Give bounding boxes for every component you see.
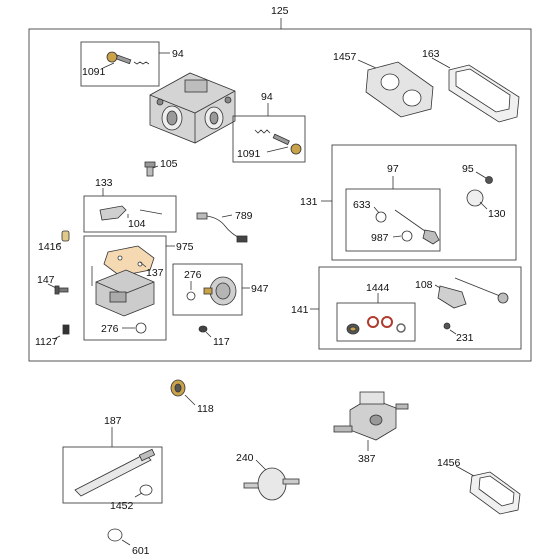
label-1091-top: 1091 [82,66,106,78]
label-1416: 1416 [38,241,62,253]
label-118: 118 [197,403,214,415]
label-163: 163 [422,48,440,60]
label-95: 95 [462,163,474,175]
label-276-mid: 276 [184,269,202,281]
label-131: 131 [300,196,318,208]
label-137: 137 [146,267,164,279]
label-1091-mid: 1091 [237,148,261,160]
label-130: 130 [488,208,506,220]
label-97: 97 [387,163,399,175]
label-125: 125 [271,5,289,17]
group-133: 133 104 [83,177,177,233]
carburetor-body-icon [149,72,236,144]
mixture-screw-icon [106,51,150,65]
group-187: 187 1452 [62,415,163,512]
screw-147-icon: 147 [37,274,69,295]
label-187: 187 [104,415,122,427]
solenoid-947-icon [203,276,237,306]
label-94-mid: 94 [261,91,273,103]
group-131: 131 97 633 987 95 130 [300,144,517,261]
o-ring-276-icon [135,322,147,334]
group-94-mid: 94 1091 [232,91,306,163]
label-601: 601 [132,545,150,557]
o-ring-276-mid-icon [186,291,196,301]
throttle-plate-130-icon [466,189,484,207]
idle-screw-icon [254,129,302,155]
label-147: 147 [37,274,55,286]
label-633: 633 [353,199,371,211]
gasket-163-icon: 163 [422,48,520,123]
gasket-1457-icon: 1457 [333,51,434,118]
label-387: 387 [358,453,376,465]
group-947: 947 276 [172,263,269,316]
label-975: 975 [176,241,194,253]
fuel-filter-240-icon: 240 [236,452,300,501]
part-117-icon: 117 [198,325,230,348]
label-987: 987 [371,232,389,244]
part-1416-icon: 1416 [38,230,70,253]
label-1456: 1456 [437,457,461,469]
part-1127-icon: 1127 [35,324,70,348]
label-1457: 1457 [333,51,357,63]
label-133: 133 [95,177,113,189]
fitting-118-icon: 118 [170,379,214,415]
seal-633-icon [375,211,387,223]
label-104: 104 [128,218,146,230]
label-947: 947 [251,283,269,295]
float-bowl-icon [91,266,155,317]
group-975: 975 137 276 [83,235,194,341]
label-94-top: 94 [172,48,184,60]
label-108: 108 [415,279,433,291]
label-117: 117 [213,336,230,348]
label-1452: 1452 [110,500,134,512]
seal-987-icon [401,230,413,242]
label-1444: 1444 [366,282,390,294]
choke-shaft-108-icon [437,277,509,309]
throttle-shaft-icon [394,209,440,245]
group-94-top: 94 1091 [80,41,184,87]
main-assembly-frame: 125 [28,5,532,362]
wire-harness-789-icon: 789 [196,210,253,243]
label-231: 231 [456,332,474,344]
gasket-1456-icon: 1456 [437,457,521,515]
clamp-1452-icon [139,484,153,496]
screw-95-icon [485,176,493,184]
label-105: 105 [160,158,178,170]
group-141: 141 1444 108 231 [291,266,522,350]
label-1127: 1127 [35,336,58,348]
bracket-104-icon [99,205,163,221]
seal-kit-1444-icon [346,316,406,335]
screw-231-icon [443,322,451,330]
label-789: 789 [235,210,253,222]
part-105-icon: 105 [144,158,178,177]
clamp-601-icon: 601 [107,528,150,557]
label-276-bottom: 276 [101,323,119,335]
label-240: 240 [236,452,254,464]
gasket-137-icon [103,245,155,277]
fuel-line-icon [74,453,152,497]
fuel-pump-387-icon: 387 [333,391,409,465]
label-141: 141 [291,304,309,316]
